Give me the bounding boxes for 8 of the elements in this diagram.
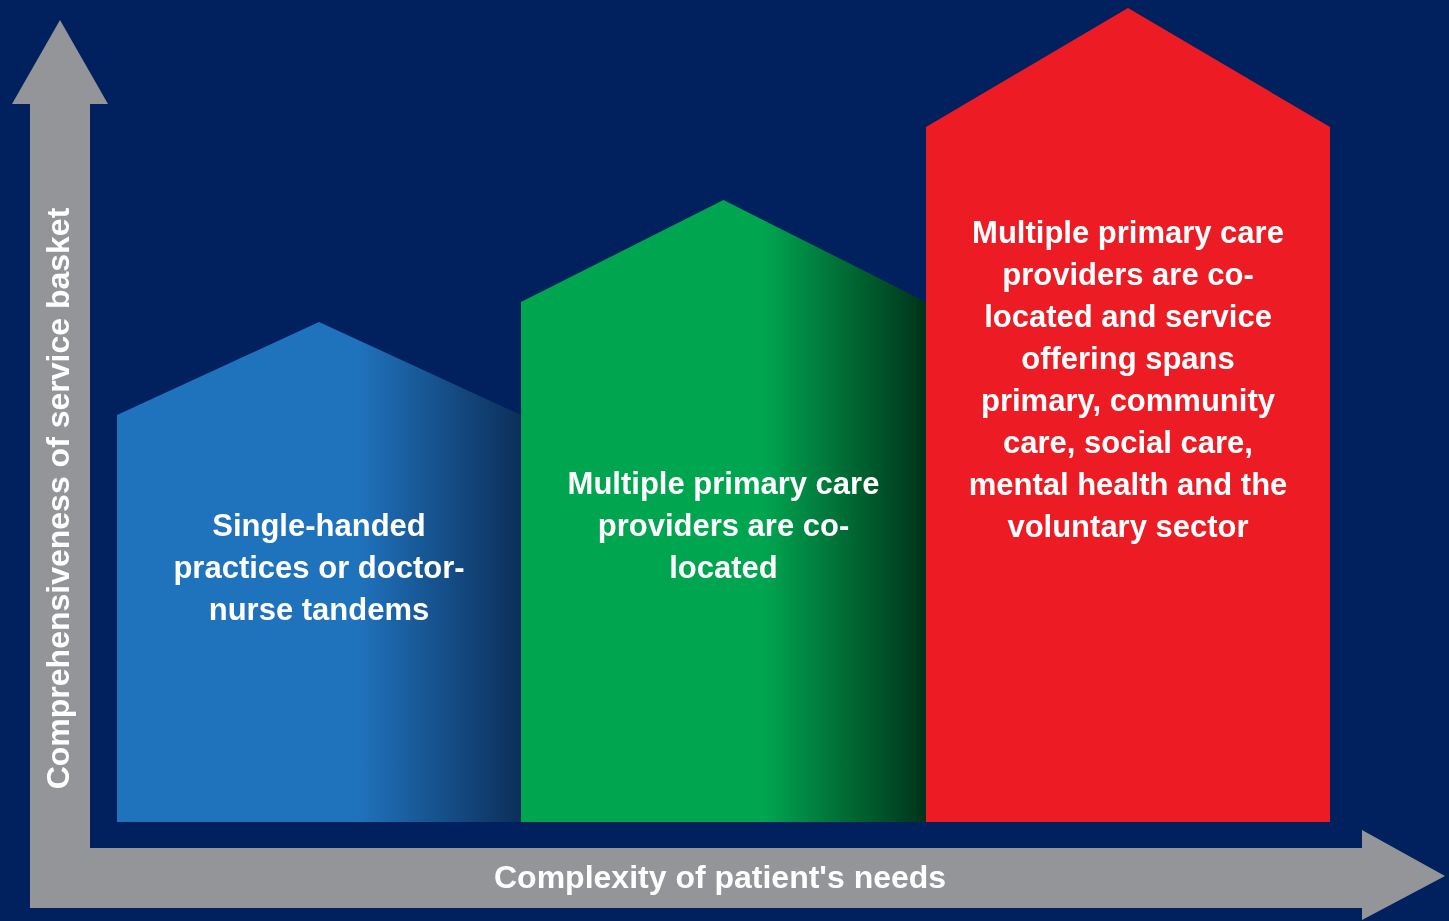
axis-title: Comprehensiveness of service basket [40,207,78,789]
house-shape [926,8,1330,822]
house-shape [521,200,926,822]
house-shape [117,322,521,822]
axis-title: Complexity of patient's needs [494,858,947,896]
house-label: Multiple primary care providers are co-located [566,465,881,587]
house-label: Multiple primary care providers are co-located and service offering spans primary, community care, social care, mental health and the voluntary sector [967,214,1289,546]
house-label: Single-handed practices or doctor-nurse tandems [172,507,466,629]
